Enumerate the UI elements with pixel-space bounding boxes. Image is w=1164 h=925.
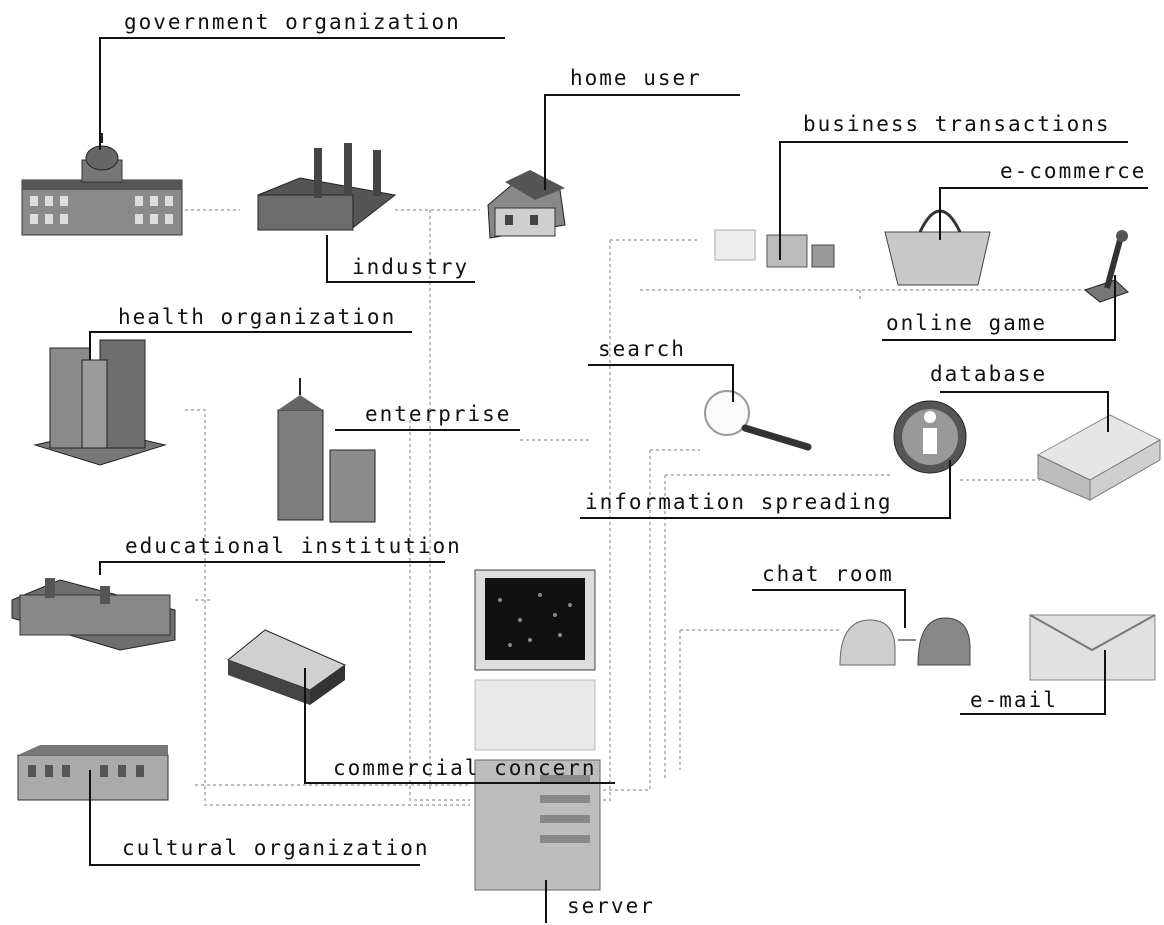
- business-transactions-icon: [714, 229, 835, 268]
- label-cultural-organization: cultural organization: [122, 836, 430, 860]
- magnifier-icon: [704, 390, 812, 451]
- label-business-transactions: business transactions: [803, 112, 1111, 136]
- shopping-basket-icon: [884, 209, 991, 286]
- enterprise-building-icon: [277, 378, 376, 523]
- label-educational-institution: educational institution: [125, 534, 462, 558]
- chat-room-icon: [839, 617, 971, 666]
- label-industry: industry: [352, 255, 470, 279]
- database-icon: [1036, 414, 1162, 501]
- network-connections: [185, 209, 1090, 806]
- joystick-icon: [1083, 230, 1129, 303]
- cultural-building-icon: [17, 745, 169, 801]
- house-icon: [487, 170, 566, 239]
- label-online-game: online game: [886, 311, 1048, 335]
- label-e-commerce: e-commerce: [1000, 159, 1147, 183]
- callout-lines: [89, 37, 1148, 923]
- label-search: search: [598, 337, 686, 361]
- label-health-organization: health organization: [118, 305, 397, 329]
- label-enterprise: enterprise: [365, 402, 512, 426]
- label-chat-room: chat room: [762, 562, 894, 586]
- label-server: server: [567, 894, 655, 918]
- school-building-icon: [11, 578, 176, 651]
- label-government-organization: government organization: [124, 10, 461, 34]
- factory-icon: [257, 143, 397, 231]
- label-e-mail: e-mail: [970, 688, 1058, 712]
- information-icon: [893, 400, 967, 474]
- email-envelope-icon: [1029, 614, 1156, 681]
- health-building-icon: [33, 339, 167, 466]
- label-database: database: [930, 362, 1048, 386]
- label-home-user: home user: [570, 66, 702, 90]
- server-computer-icon: [474, 569, 601, 891]
- government-building-icon: [21, 133, 183, 236]
- label-information-spreading: information spreading: [585, 490, 893, 514]
- label-commercial-concern: commercial concern: [333, 756, 597, 780]
- commercial-device-icon: [227, 629, 347, 705]
